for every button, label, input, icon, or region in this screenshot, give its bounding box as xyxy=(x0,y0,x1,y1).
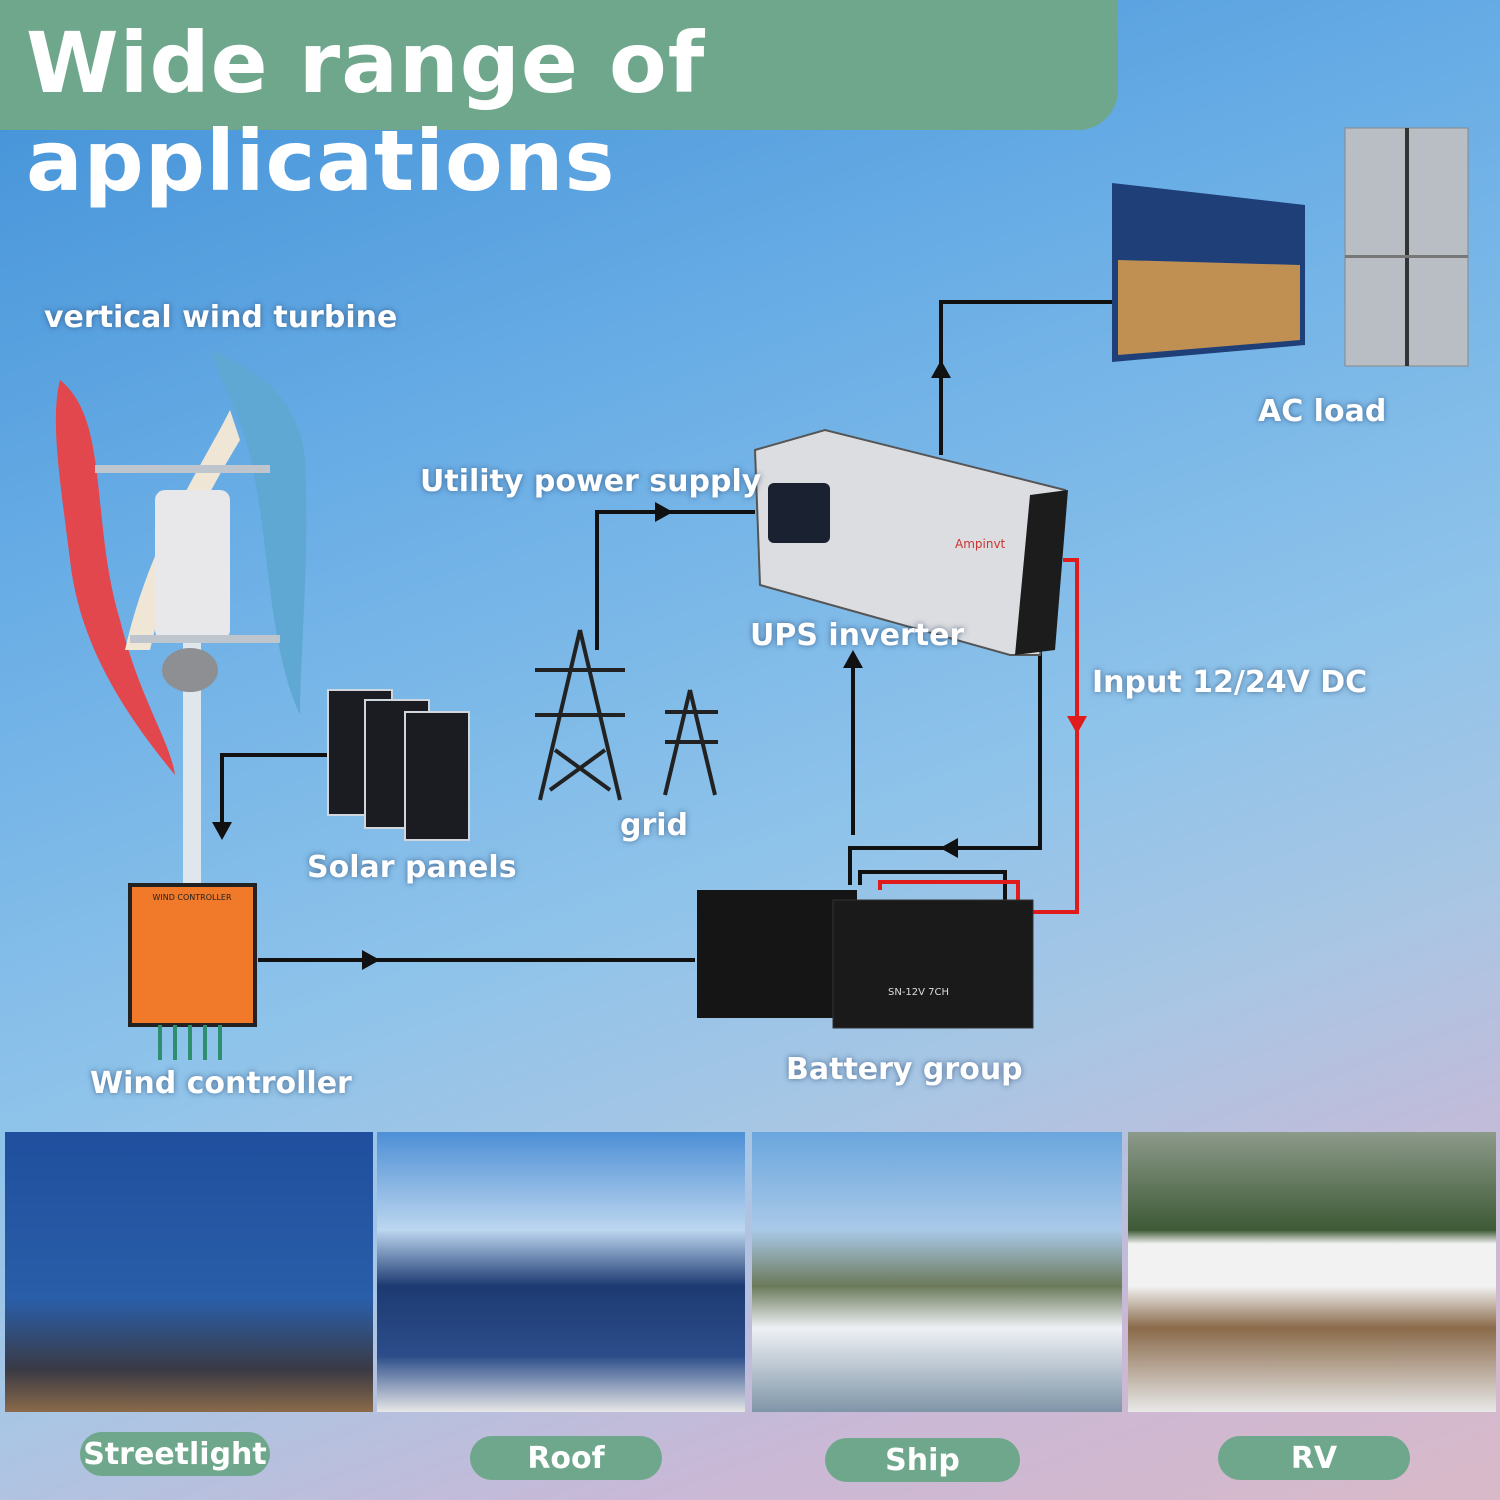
arrow-icon xyxy=(1067,716,1087,734)
app-label-rv: RV xyxy=(1218,1436,1410,1480)
label-grid: grid xyxy=(620,808,689,843)
app-label-streetlight: Streetlight xyxy=(80,1432,270,1476)
grid-towers-image xyxy=(535,629,718,801)
wire-battery-link xyxy=(858,870,1007,905)
label-ac-load: AC load xyxy=(1258,394,1387,429)
wind-turbine-image xyxy=(55,350,307,890)
photo-streetlight xyxy=(5,1132,373,1412)
arrow-icon xyxy=(212,822,232,840)
arrow-icon xyxy=(655,502,673,522)
battery-group-image: SN-12V 7CH xyxy=(697,890,1034,1029)
label-dc-input: Input 12/24V DC xyxy=(1092,665,1368,700)
arrow-icon xyxy=(940,838,958,858)
wire-inverter-to-load xyxy=(939,300,1115,455)
wire-dc-input xyxy=(878,558,1079,914)
label-solar-panels: Solar panels xyxy=(307,850,517,885)
svg-text:WIND CONTROLLER: WIND CONTROLLER xyxy=(152,893,232,902)
arrow-icon xyxy=(362,950,380,970)
label-utility-power: Utility power supply xyxy=(420,464,762,499)
photo-rv xyxy=(1128,1132,1496,1412)
wire-grid-to-inverter xyxy=(595,510,755,650)
label-wind-controller: Wind controller xyxy=(90,1066,352,1101)
solar-panels-image xyxy=(327,689,470,841)
photo-ship xyxy=(752,1132,1122,1412)
wire-solar-to-controller xyxy=(220,753,330,835)
page-title: Wide range of applications xyxy=(26,14,706,210)
ac-load-image xyxy=(1112,127,1469,367)
ups-inverter-image: Ampinvt xyxy=(753,428,1068,656)
label-battery-group: Battery group xyxy=(786,1052,1023,1087)
arrow-icon xyxy=(843,650,863,668)
label-ups-inverter: UPS inverter xyxy=(750,618,965,653)
arrow-icon xyxy=(931,360,951,378)
svg-text:SN-12V 7CH: SN-12V 7CH xyxy=(888,987,949,998)
photo-roof xyxy=(377,1132,745,1412)
app-label-ship: Ship xyxy=(825,1438,1020,1482)
svg-text:Ampinvt: Ampinvt xyxy=(955,537,1006,551)
app-label-roof: Roof xyxy=(470,1436,662,1480)
title-banner: Wide range of applications xyxy=(0,0,1118,210)
wind-controller-image: WIND CONTROLLER xyxy=(128,883,257,1060)
label-wind-turbine: vertical wind turbine xyxy=(44,300,398,335)
